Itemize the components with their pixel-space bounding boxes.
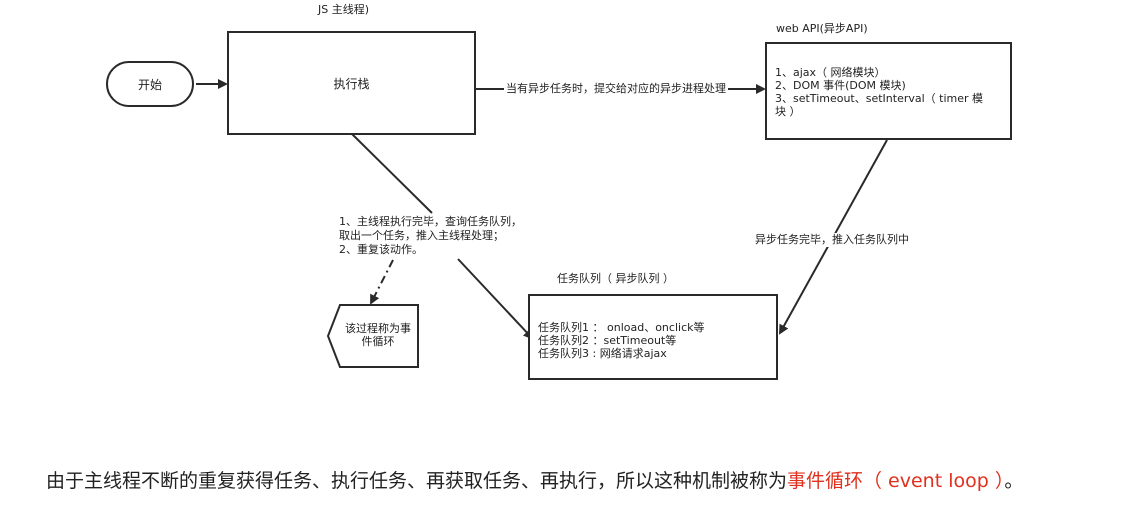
task-queue-item: 任务队列2 ：setTimeout等 — [538, 334, 677, 347]
edge-label-submit-async: 当有异步任务时，提交给对应的异步进程处理 — [504, 82, 728, 96]
webapi-box: 1、ajax（ 网络模块） 2、DOM 事件(DOM 模块) 3、setTime… — [765, 42, 1012, 140]
caption-text: 由于主线程不断的重复获得任务、执行任务、再获取任务、再执行，所以这种机制被称为 — [46, 470, 788, 492]
task-queue-title: 任务队列（ 异步队列 ） — [557, 272, 674, 285]
task-queue-box: 任务队列1 ： onload、onclick等 任务队列2 ：setTimeou… — [528, 294, 778, 380]
event-loop-label: 该过程称为事 件循环 — [345, 322, 411, 348]
main-done-line: 取出一个任务，推入主线程处理； — [339, 229, 504, 242]
edge-label-main-thread-done: 1、主线程执行完毕，查询任务队列， 取出一个任务，推入主线程处理； 2、重复该动… — [339, 215, 522, 257]
start-node: 开始 — [106, 61, 194, 107]
js-thread-title: JS 主线程) — [318, 3, 370, 16]
task-queue-item: 任务队列3 : 网络请求ajax — [538, 347, 667, 360]
webapi-item: 2、DOM 事件(DOM 模块) — [775, 79, 906, 92]
webapi-item: 3、setTimeout、setInterval（ timer 模 块 ） — [775, 92, 984, 118]
execution-stack-label: 执行栈 — [333, 76, 370, 91]
start-label: 开始 — [137, 77, 162, 92]
execution-stack-box: 执行栈 — [227, 31, 476, 135]
main-done-line: 1、主线程执行完毕，查询任务队列， — [339, 215, 522, 228]
webapi-item: 1、ajax（ 网络模块） — [775, 66, 886, 79]
caption: 由于主线程不断的重复获得任务、执行任务、再获取任务、再执行，所以这种机制被称为事… — [46, 468, 1023, 494]
event-loop-shape — [326, 304, 419, 368]
main-done-line: 2、重复该动作。 — [339, 243, 423, 256]
webapi-title: web API(异步API) — [776, 22, 868, 35]
task-queue-item: 任务队列1 ： onload、onclick等 — [538, 321, 705, 334]
caption-highlight: 事件循环（ event loop ） — [787, 470, 1005, 492]
arrow-stack-to-queue-upper — [351, 133, 433, 214]
caption-end: 。 — [1004, 470, 1024, 492]
arrow-stack-to-queue-lower — [457, 258, 534, 340]
arrow-to-event-loop-dashed — [370, 259, 394, 305]
edge-label-async-done: 异步任务完毕，推入任务队列中 — [753, 233, 911, 247]
